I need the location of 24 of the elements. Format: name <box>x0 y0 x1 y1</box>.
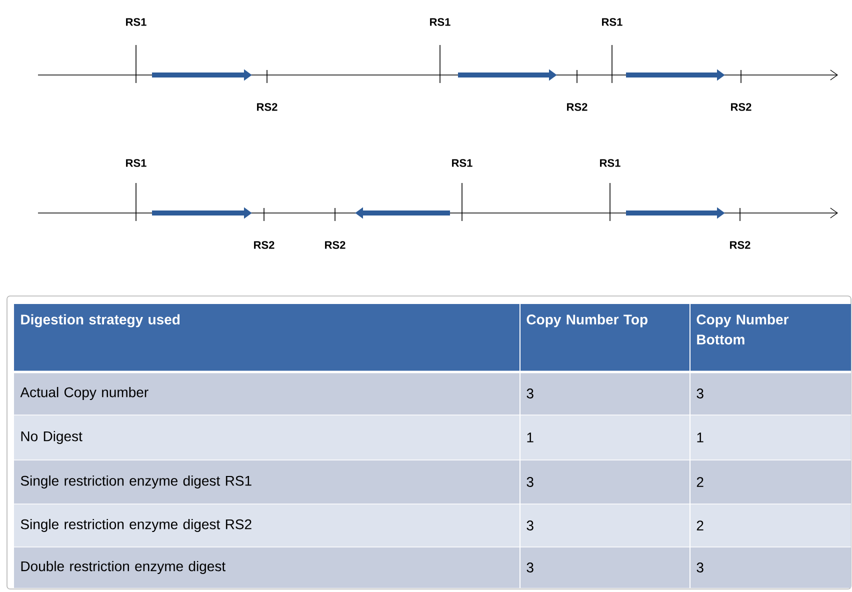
table-cell: 3 <box>520 460 690 504</box>
table-header-cell: Copy Number Top <box>520 304 690 372</box>
table-cell: 3 <box>520 372 690 415</box>
site-label: RS2 <box>731 103 752 111</box>
table-cell: 1 <box>690 415 851 460</box>
site-label: RS1 <box>452 159 472 167</box>
site-label: RS1 <box>126 159 146 167</box>
site-label: RS1 <box>600 159 620 167</box>
table-cell: 3 <box>520 504 690 547</box>
site-label: RS1 <box>126 18 146 26</box>
site-label: RS2 <box>254 241 274 249</box>
table-cell: 2 <box>690 504 851 547</box>
table-cell: 3 <box>520 547 690 588</box>
site-label: RS1 <box>430 18 450 26</box>
site-label: RS2 <box>257 103 278 111</box>
table-cell: 3 <box>690 372 851 415</box>
table-header-cell: Copy Number Bottom <box>690 304 851 372</box>
site-label: RS2 <box>567 103 588 111</box>
site-label: RS2 <box>730 241 750 249</box>
site-label: RS1 <box>602 18 622 26</box>
table-cell: 1 <box>520 415 690 460</box>
table-cell: 3 <box>690 547 851 588</box>
table-cell: 2 <box>690 460 851 504</box>
site-label: RS2 <box>325 241 346 249</box>
